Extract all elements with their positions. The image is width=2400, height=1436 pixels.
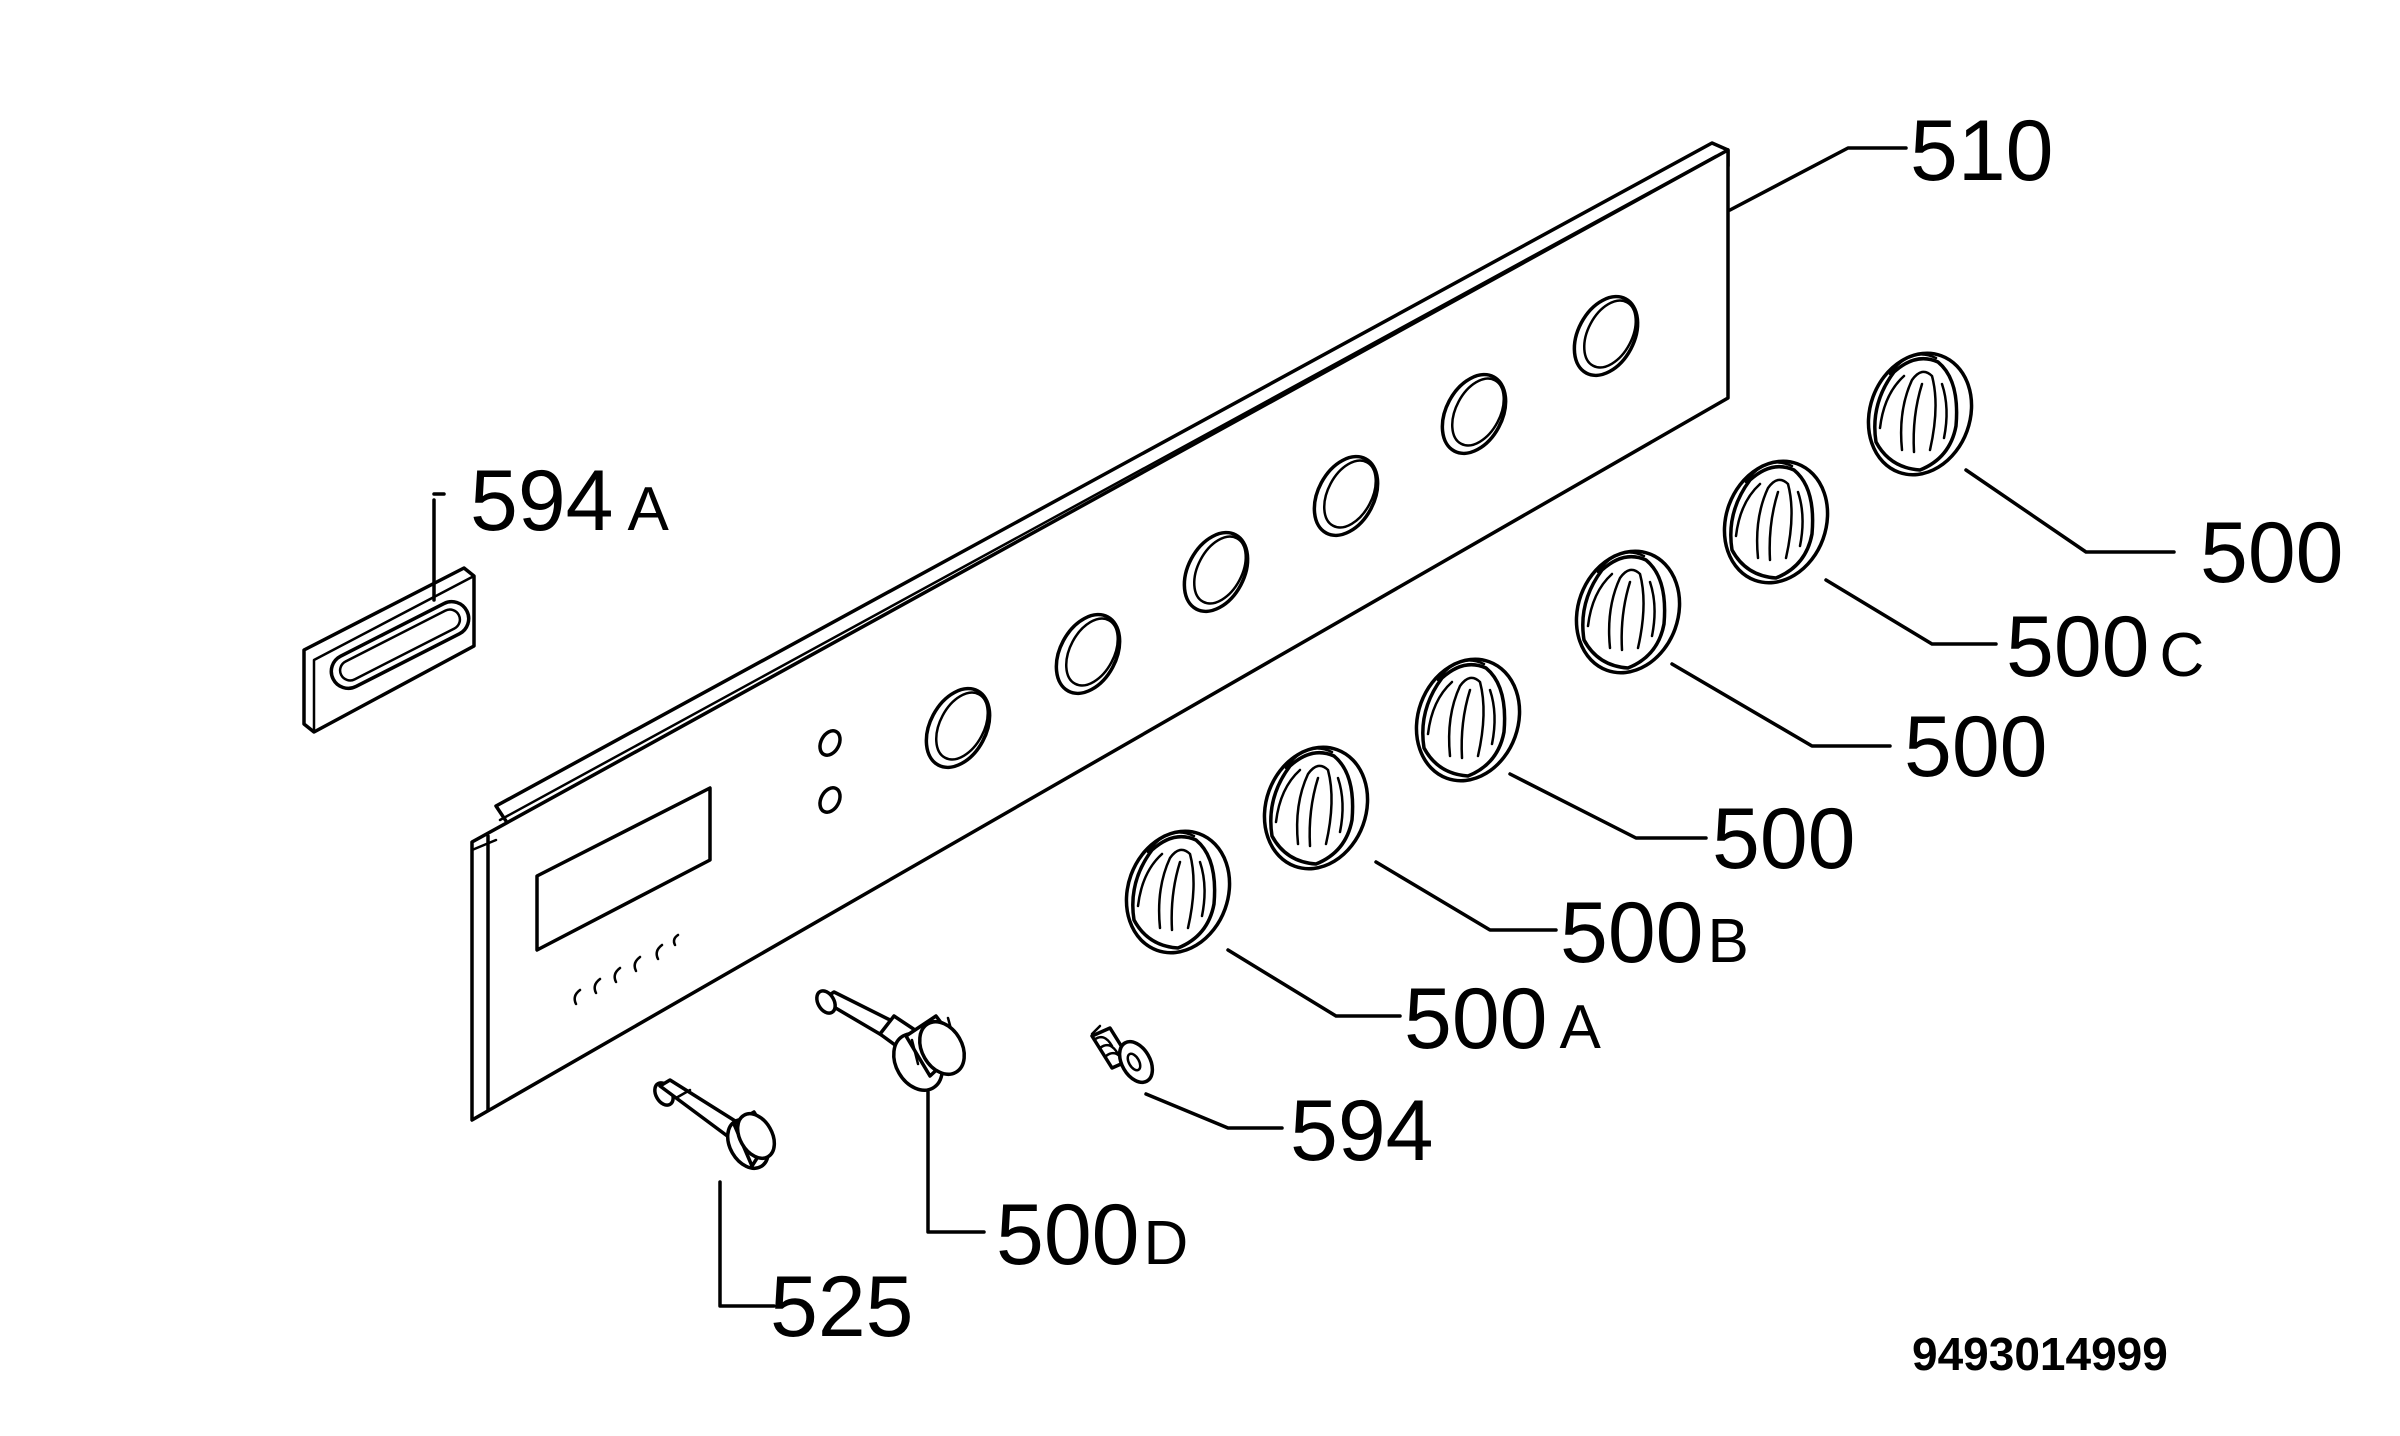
- knob-4: [1398, 642, 1538, 798]
- knob-holes: [924, 294, 1640, 770]
- leader-lines: [432, 146, 2176, 1308]
- callout-510: 510: [1910, 103, 2054, 199]
- control-panel: [470, 141, 1730, 1122]
- bracket-594a: [302, 566, 476, 734]
- callout-500-knob-1: 500: [2200, 505, 2344, 601]
- callout-594: 594: [1290, 1083, 1434, 1179]
- callout-500-knob-4: 500: [1712, 791, 1856, 887]
- drawing-number: 9493014999: [1912, 1328, 2168, 1380]
- spring-594: [1090, 1024, 1155, 1085]
- callout-525: 525: [770, 1259, 914, 1355]
- callout-500b: 500B: [1560, 885, 1749, 981]
- knob-6: [1108, 814, 1248, 970]
- shaft-500d: [815, 989, 967, 1092]
- display-window: [535, 786, 712, 952]
- knob-2: [1706, 444, 1846, 600]
- knob-1: [1850, 336, 1990, 492]
- button-525: [653, 1078, 777, 1170]
- knob-5: [1246, 730, 1386, 886]
- touch-buttons: [573, 933, 680, 1006]
- callout-500-knob-3: 500: [1904, 699, 2048, 795]
- callout-500d: 500D: [996, 1187, 1188, 1283]
